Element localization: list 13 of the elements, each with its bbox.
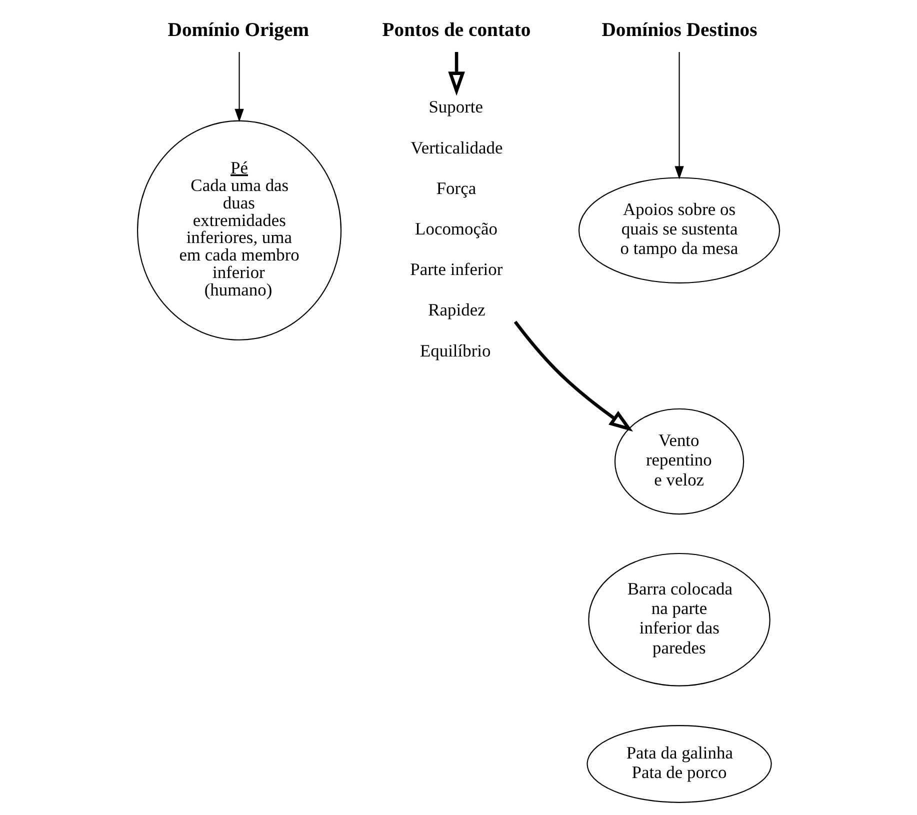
arrow — [234, 52, 244, 122]
node-ellipse: Barra colocada na parte inferior das paredes — [588, 552, 770, 686]
arrow — [448, 52, 465, 96]
node-ellipse: Vento repentino e veloz — [614, 408, 744, 515]
node-circle: Pé Cada uma das duas extremidades inferiores, uma em cada membro inferior (humano) — [137, 120, 342, 340]
arrow — [674, 52, 684, 180]
node-ellipse: Apoios sobre os quais se sustenta o tampo da mesa — [578, 177, 780, 284]
node-text: Domínio Origem — [168, 18, 310, 41]
node-text: Suporte Verticalidade Força Locomoção Parte inferior Rapidez Equilíbrio — [410, 96, 503, 360]
arrow — [514, 320, 634, 432]
node-ellipse: Pata da galinha Pata de porco — [586, 724, 772, 803]
node-text: Pontos de contato — [382, 18, 531, 41]
node-text: Domínios Destinos — [602, 18, 758, 41]
